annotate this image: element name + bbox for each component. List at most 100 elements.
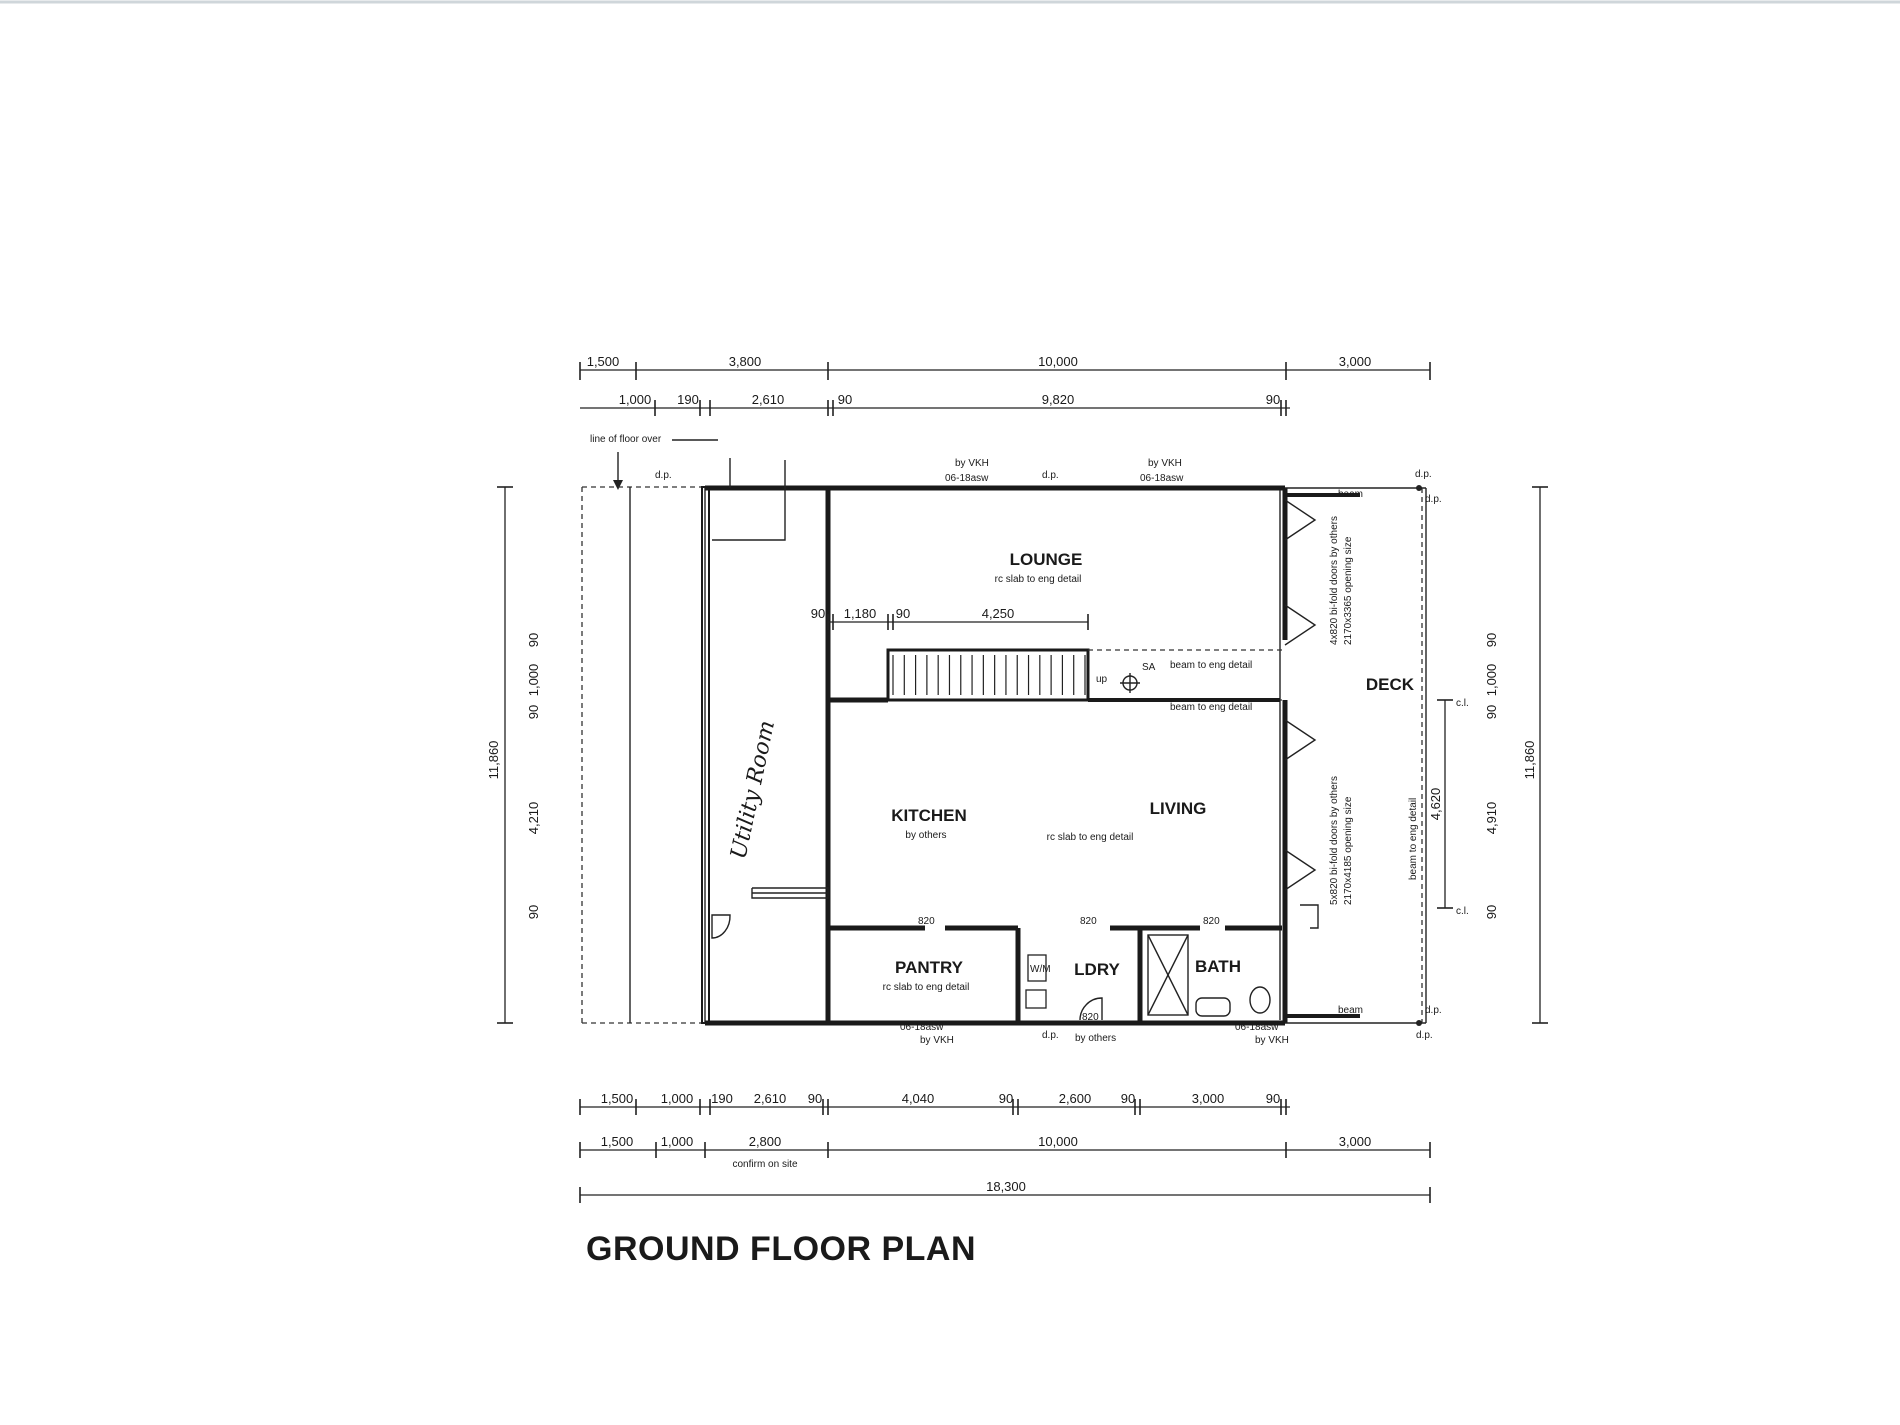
dim-right-a: 90 xyxy=(1484,633,1499,647)
dim-top2-c: 2,610 xyxy=(752,392,785,407)
beam-to-eng-label-1: beam to eng detail xyxy=(1170,660,1252,671)
top-dimension-chain-1: 1,500 3,800 10,000 3,000 xyxy=(579,354,1431,380)
dim-right-total: 11,860 xyxy=(1522,741,1537,780)
dim-right-d: 4,910 xyxy=(1484,802,1499,835)
bifold-bottom-size: 2170x4185 opening size xyxy=(1343,796,1354,905)
building-walls xyxy=(581,458,1427,1026)
room-label-pantry: PANTRY xyxy=(895,958,964,977)
deck-beam-label-top: beam xyxy=(1338,489,1363,500)
dim-left-a: 90 xyxy=(526,633,541,647)
lounge-slab-note: rc slab to eng detail xyxy=(995,574,1082,585)
window-vkh-top-left: by VKH xyxy=(955,458,989,469)
dim-bottom2-e: 3,000 xyxy=(1339,1134,1372,1149)
centre-line-bottom: c.l. xyxy=(1456,906,1469,917)
door-820-ldry-bottom: 820 xyxy=(1082,1012,1099,1023)
deck-beam-label-bottom: beam xyxy=(1338,1005,1363,1016)
page-title: GROUND FLOOR PLAN xyxy=(586,1230,976,1268)
overall-dimension: 18,300 xyxy=(579,1179,1431,1203)
deck-beam-to-eng: beam to eng detail xyxy=(1408,798,1419,880)
dim-left-c: 90 xyxy=(526,705,541,719)
lounge-internal-dimensions: 90 1,180 90 4,250 xyxy=(811,606,1089,630)
stair-up-label: up xyxy=(1096,674,1108,685)
service-room-walls: W/M xyxy=(711,914,1282,1023)
door-820-ldry: 820 xyxy=(1080,916,1097,927)
dim-lounge-a: 90 xyxy=(811,606,825,621)
dim-top2-d: 90 xyxy=(838,392,852,407)
deck-notes: beam beam beam to eng detail d.p. d.p. d… xyxy=(655,469,1442,1041)
dim-bottom2-a: 1,500 xyxy=(601,1134,634,1149)
door-820-bath: 820 xyxy=(1203,916,1220,927)
bottom-dimension-chain-2: 1,500 1,000 2,800 10,000 3,000 confirm o… xyxy=(579,1134,1431,1170)
window-spec-bottom-left: 06-18asw xyxy=(900,1022,944,1033)
dim-top1-a: 1,500 xyxy=(587,354,620,369)
bottom-dimension-chain-1: 1,500 1,000 190 2,610 90 4,040 90 2,600 … xyxy=(579,1091,1290,1115)
room-label-laundry: LDRY xyxy=(1074,960,1120,979)
dp-deck-bottom-1: d.p. xyxy=(1425,1005,1442,1016)
dim-left-b: 1,000 xyxy=(526,664,541,697)
staircase: up SA beam to eng detail beam to eng det… xyxy=(886,648,1285,713)
smoke-alarm-label: SA xyxy=(1142,662,1156,673)
dim-top2-f: 90 xyxy=(1266,392,1280,407)
room-label-lounge: LOUNGE xyxy=(1010,550,1083,569)
window-spec-top-left: 06-18asw xyxy=(945,473,989,484)
dim-bottom1-b: 1,000 xyxy=(661,1091,694,1106)
window-labels: by VKH 06-18asw by VKH 06-18asw 06-18asw… xyxy=(900,458,1289,1046)
dp-top-mid: d.p. xyxy=(1042,470,1059,481)
dim-lounge-d: 4,250 xyxy=(982,606,1015,621)
right-dimensions: 11,860 90 1,000 90 4,910 90 4,620 c.l. c… xyxy=(1428,486,1548,1024)
dim-left-total: 11,860 xyxy=(486,741,501,780)
dim-overall: 18,300 xyxy=(986,1179,1026,1194)
dim-bottom1-e: 90 xyxy=(808,1091,822,1106)
room-label-living: LIVING xyxy=(1150,799,1207,818)
dim-bottom1-d: 2,610 xyxy=(754,1091,787,1106)
room-label-bath: BATH xyxy=(1195,957,1241,976)
by-others-bottom: by others xyxy=(1075,1033,1116,1044)
dim-bottom1-g: 90 xyxy=(999,1091,1013,1106)
dim-bottom2-c: 2,800 xyxy=(749,1134,782,1149)
left-dimensions: 11,860 90 1,000 90 4,210 90 xyxy=(486,486,541,1024)
window-vkh-bottom-left: by VKH xyxy=(920,1035,954,1046)
dp-top-left: d.p. xyxy=(655,470,672,481)
bifold-bottom-note: 5x820 bi-fold doors by others xyxy=(1329,776,1340,905)
washing-machine-label: W/M xyxy=(1030,964,1051,975)
bifold-top-note: 4x820 bi-fold doors by others xyxy=(1329,516,1340,645)
room-label-utility: Utility Room xyxy=(726,718,780,861)
dim-top1-b: 3,800 xyxy=(729,354,762,369)
dim-bottom2-b: 1,000 xyxy=(661,1134,694,1149)
dim-lounge-c: 90 xyxy=(896,606,910,621)
dp-deck-top-1: d.p. xyxy=(1415,469,1432,480)
door-820-pantry: 820 xyxy=(918,916,935,927)
centre-line-top: c.l. xyxy=(1456,698,1469,709)
dim-bottom1-f: 4,040 xyxy=(902,1091,935,1106)
beam-to-eng-label-2: beam to eng detail xyxy=(1170,702,1252,713)
dim-top2-e: 9,820 xyxy=(1042,392,1075,407)
smoke-alarm-icon xyxy=(1120,673,1140,693)
dim-bottom1-k: 90 xyxy=(1266,1091,1280,1106)
line-of-floor-over-label: line of floor over xyxy=(590,434,662,445)
dim-left-d: 4,210 xyxy=(526,802,541,835)
dim-right-c: 90 xyxy=(1484,705,1499,719)
confirm-on-site-note: confirm on site xyxy=(732,1159,797,1170)
bifold-top-size: 2170x3365 opening size xyxy=(1343,536,1354,645)
dim-top1-c: 10,000 xyxy=(1038,354,1078,369)
dim-right-f: 4,620 xyxy=(1428,788,1443,821)
dim-bottom1-c: 190 xyxy=(711,1091,733,1106)
dp-deck-bottom-2: d.p. xyxy=(1416,1030,1433,1041)
kitchen-by-others: by others xyxy=(905,830,946,841)
dim-right-e: 90 xyxy=(1484,905,1499,919)
dim-top2-b: 190 xyxy=(677,392,699,407)
living-slab-note: rc slab to eng detail xyxy=(1047,832,1134,843)
dim-bottom2-d: 10,000 xyxy=(1038,1134,1078,1149)
window-spec-bottom-right: 06-18asw xyxy=(1235,1022,1279,1033)
dp-bottom-mid: d.p. xyxy=(1042,1030,1059,1041)
dim-lounge-b: 1,180 xyxy=(844,606,877,621)
dim-bottom1-h: 2,600 xyxy=(1059,1091,1092,1106)
dim-right-b: 1,000 xyxy=(1484,664,1499,697)
room-label-kitchen: KITCHEN xyxy=(891,806,967,825)
dim-top2-a: 1,000 xyxy=(619,392,652,407)
top-dimension-chain-2: 1,000 190 2,610 90 9,820 90 xyxy=(580,392,1290,416)
window-vkh-bottom-right: by VKH xyxy=(1255,1035,1289,1046)
dim-top1-d: 3,000 xyxy=(1339,354,1372,369)
door-width-labels: 820 820 820 820 xyxy=(918,916,1220,1023)
